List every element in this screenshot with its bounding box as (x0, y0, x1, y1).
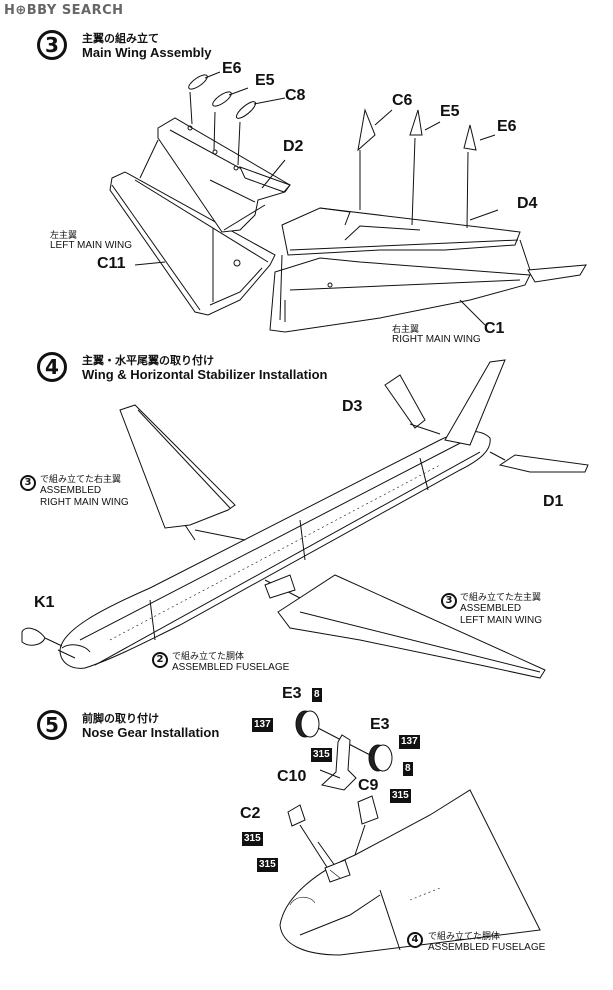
part-label: E6 (222, 60, 242, 77)
left-wing-label-jp: 左主翼 (50, 231, 78, 241)
part-label: D1 (543, 493, 564, 510)
ref-fuselage-en: ASSEMBLED FUSELAGE (428, 942, 546, 953)
part-label: E5 (440, 103, 460, 120)
ref-step-number: 2 (152, 652, 168, 668)
part-label: E5 (255, 72, 275, 89)
step-title-jp: 主翼の組み立て (82, 32, 159, 45)
paint-code: 137 (252, 718, 273, 732)
ref-right-wing-en2: RIGHT MAIN WING (40, 497, 129, 508)
part-label: D2 (283, 138, 304, 155)
paint-code: 315 (311, 748, 332, 762)
step-number: 5 (37, 710, 67, 740)
step-title-en: Main Wing Assembly (82, 45, 212, 60)
step-title-jp: 主翼・水平尾翼の取り付け (82, 354, 214, 367)
ref-fuselage-jp: で組み立てた胴体 (172, 652, 245, 662)
part-label: C6 (392, 92, 413, 109)
watermark-logo: H⊕BBY SEARCH (4, 3, 124, 18)
part-label: K1 (34, 594, 55, 611)
right-wing-label-en: RIGHT MAIN WING (392, 334, 481, 345)
part-label: E3 (370, 716, 390, 733)
ref-right-wing-en1: ASSEMBLED (40, 485, 102, 496)
part-label: C11 (97, 255, 126, 272)
ref-step-number: 3 (20, 475, 36, 491)
ref-left-wing-jp: で組み立てた左主翼 (460, 593, 542, 603)
ref-fuselage-en: ASSEMBLED FUSELAGE (172, 662, 290, 673)
part-label: C10 (277, 768, 307, 785)
ref-step-number: 3 (441, 593, 457, 609)
left-wing-label-en: LEFT MAIN WING (50, 240, 133, 251)
left-main-wing-drawing (109, 71, 291, 316)
part-label: C8 (285, 87, 306, 104)
ref-right-wing-jp: で組み立てた右主翼 (40, 475, 122, 485)
part-label: C2 (240, 805, 261, 822)
right-wing-label-jp: 右主翼 (392, 325, 420, 335)
paint-code: 8 (403, 762, 413, 776)
step-number: 4 (37, 352, 67, 382)
aircraft-fuselage-drawing (21, 359, 589, 679)
part-label: E3 (282, 685, 302, 702)
part-label: C9 (358, 777, 379, 794)
ref-left-wing-en2: LEFT MAIN WING (460, 615, 543, 626)
step-title-jp: 前脚の取り付け (82, 712, 159, 725)
ref-step-number: 4 (407, 932, 423, 948)
part-label: E6 (497, 118, 517, 135)
part-label: C1 (484, 320, 505, 337)
step-number: 3 (37, 30, 67, 60)
paint-code: 8 (312, 688, 322, 702)
paint-code: 315 (242, 832, 263, 846)
paint-code: 137 (399, 735, 420, 749)
nose-gear-drawing (279, 710, 541, 956)
right-main-wing-drawing (269, 108, 587, 333)
paint-code: 315 (257, 858, 278, 872)
ref-fuselage-jp: で組み立てた胴体 (428, 932, 501, 942)
step-title-en: Wing & Horizontal Stabilizer Installatio… (82, 367, 328, 382)
part-label: D3 (342, 398, 363, 415)
paint-code: 315 (390, 789, 411, 803)
part-label: D4 (517, 195, 538, 212)
step-title-en: Nose Gear Installation (82, 725, 220, 740)
ref-left-wing-en1: ASSEMBLED (460, 603, 522, 614)
